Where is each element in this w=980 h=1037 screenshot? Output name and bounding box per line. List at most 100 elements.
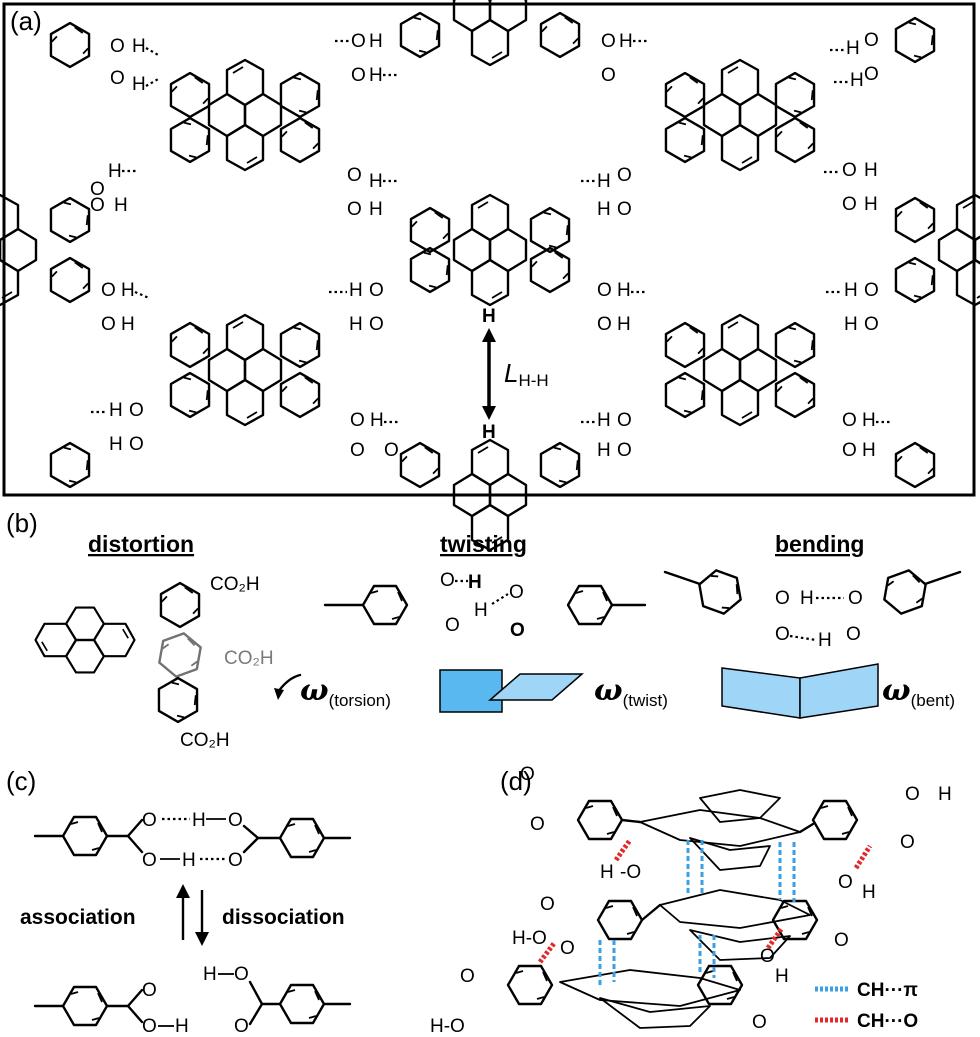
svg-text:O: O	[838, 872, 853, 893]
svg-text:H: H	[844, 280, 858, 301]
svg-text:O: O	[90, 179, 105, 200]
legend-item-ch-pi: CH···π	[815, 980, 918, 1001]
svg-text:H: H	[617, 314, 631, 335]
panel-b: (b) distortion CO₂H CO₂H CO₂H ω(torsion)…	[6, 508, 962, 751]
svg-text:H: H	[600, 862, 614, 883]
bottom-h-atom: H	[482, 422, 496, 443]
svg-text:O: O	[834, 930, 849, 951]
svg-text:O: O	[597, 314, 612, 335]
svg-text:O: O	[440, 570, 455, 591]
phenyl-linkers	[40, 6, 945, 494]
svg-text:H: H	[597, 410, 611, 431]
svg-text:H: H	[175, 1016, 189, 1037]
svg-text:O: O	[347, 165, 362, 186]
svg-text:H: H	[617, 280, 631, 301]
stack-layer-middle: O O O H O H-O	[512, 872, 876, 961]
pyrene-node	[207, 313, 283, 427]
svg-text:O: O	[864, 64, 879, 85]
svg-text:H: H	[121, 314, 135, 335]
panel-d-legend: CH···π CH···O	[815, 980, 918, 1032]
association-label: association	[20, 906, 136, 929]
svg-text:O: O	[460, 966, 475, 987]
svg-text:O: O	[775, 588, 790, 609]
dimer-associated: O H O O H O	[33, 810, 352, 871]
svg-text:H: H	[108, 161, 122, 182]
svg-text:H: H	[349, 314, 363, 335]
svg-text:O: O	[530, 814, 545, 835]
omega-bent: ω(bent)	[882, 673, 955, 710]
lhh-distance-marker: H H LH-H	[482, 306, 549, 443]
svg-text:O: O	[101, 280, 116, 301]
svg-text:H: H	[597, 440, 611, 461]
svg-text:O: O	[760, 946, 775, 967]
svg-text:O: O	[560, 938, 575, 959]
pyrene-node	[452, 193, 528, 307]
svg-text:O: O	[842, 194, 857, 215]
legend-label-ch-o: CH···O	[857, 1011, 918, 1032]
svg-text:O: O	[234, 1016, 249, 1037]
svg-text:O: O	[842, 440, 857, 461]
bending-title: bending	[775, 531, 864, 557]
svg-text:H: H	[862, 882, 876, 903]
svg-text:H: H	[474, 600, 488, 621]
svg-text:H: H	[597, 171, 611, 192]
ch-pi-contacts	[598, 840, 796, 985]
panel-c-label: (c)	[6, 766, 36, 796]
svg-text:O: O	[601, 65, 616, 86]
svg-text:O: O	[900, 832, 915, 853]
top-h-atom: H	[482, 306, 496, 327]
pyrene-node	[702, 58, 778, 172]
pyrene-node-partial	[452, 0, 528, 67]
panel-b-label: (b)	[6, 508, 38, 538]
svg-text:H: H	[862, 410, 876, 431]
twisting-diagram: twisting O H O H O O ω(twist)	[323, 531, 668, 713]
svg-text:O: O	[842, 410, 857, 431]
svg-text:O: O	[905, 784, 920, 805]
twist-plane-left	[439, 669, 503, 713]
svg-text:O: O	[775, 624, 790, 645]
svg-text:O: O	[110, 36, 125, 57]
svg-text:H: H	[132, 74, 146, 95]
svg-text:O: O	[540, 894, 555, 915]
distortion-title: distortion	[88, 531, 194, 557]
legend-label-ch-pi: CH···π	[857, 980, 918, 1001]
omega-twist: ω(twist)	[594, 673, 668, 710]
svg-text:O: O	[520, 764, 535, 785]
panel-a-label: (a)	[10, 6, 42, 36]
svg-text:O: O	[597, 280, 612, 301]
svg-text:O: O	[228, 850, 243, 871]
svg-text:O: O	[848, 588, 863, 609]
stack-layer-top: O O H -O O H O	[520, 764, 952, 883]
bent-plane-left	[721, 667, 801, 719]
dimer-dissociated: O O H H O O	[33, 964, 352, 1037]
twisting-title: twisting	[440, 531, 527, 557]
svg-text:H: H	[864, 160, 878, 181]
svg-text:O: O	[142, 810, 157, 831]
svg-text:H: H	[597, 199, 611, 220]
panel-d: (d) O O H -O O H O O O O H	[430, 764, 952, 1037]
svg-text:O: O	[129, 400, 144, 421]
svg-text:H-O: H-O	[512, 928, 547, 949]
svg-text:O: O	[129, 434, 144, 455]
co2h-bottom: CO₂H	[180, 730, 230, 751]
panel-d-label: (d)	[500, 766, 532, 796]
bent-plane-right	[799, 663, 879, 719]
svg-text:H: H	[862, 440, 876, 461]
svg-text:O: O	[864, 314, 879, 335]
bending-diagram: bending O H O O H O ω(bent)	[663, 531, 962, 719]
svg-text:H: H	[203, 964, 217, 985]
svg-text:H: H	[864, 194, 878, 215]
svg-text:H: H	[369, 31, 383, 52]
svg-text:O: O	[142, 850, 157, 871]
lhh-label: LH-H	[504, 358, 549, 390]
svg-text:O: O	[101, 314, 116, 335]
svg-text:H: H	[800, 588, 814, 609]
svg-text:H: H	[182, 850, 196, 871]
svg-text:O: O	[509, 582, 524, 603]
omega-torsion: ω(torsion)	[300, 673, 391, 710]
svg-text:O: O	[351, 31, 366, 52]
ch-o-contacts	[538, 838, 873, 964]
twist-plane-right	[487, 673, 585, 701]
svg-text:O: O	[142, 1016, 157, 1037]
